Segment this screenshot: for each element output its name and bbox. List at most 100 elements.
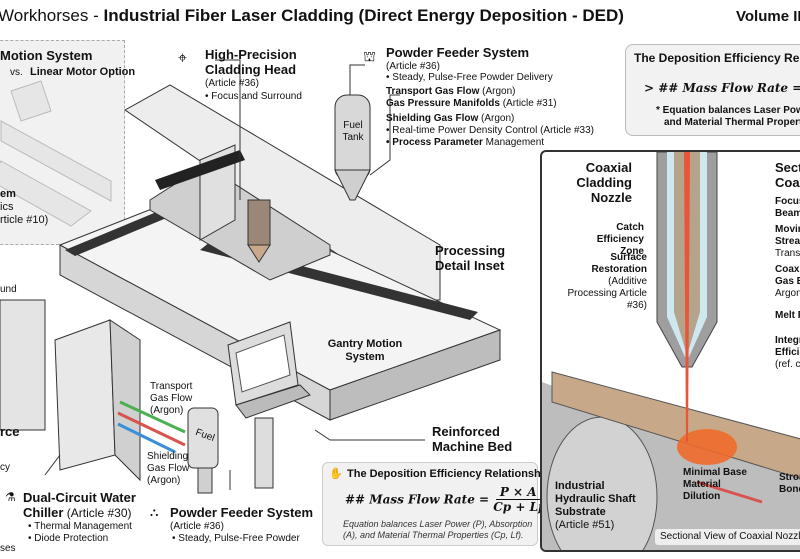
chiller-title: Dual-Circuit Water xyxy=(23,490,136,505)
monitor-screen xyxy=(235,334,291,393)
chiller-bullet: • Diode Protection xyxy=(28,533,109,544)
chiller-bullet: • Thermal Management xyxy=(28,521,132,532)
left-fragment: ses xyxy=(0,543,16,554)
machine-bed-label: Machine Bed xyxy=(432,439,513,454)
substrate-label: Industrial Hydraulic Shaft Substrate xyxy=(555,480,636,518)
moving-stream-detail: Transp xyxy=(775,248,800,259)
crosshair-icon: ⌖ xyxy=(178,50,188,67)
cladding-head-bullet: • Focus and Surround xyxy=(205,91,302,102)
equation-title: The Deposition Efficiency Relationship xyxy=(347,468,551,480)
motion-frag: ics xyxy=(0,201,14,213)
linear-motor-illustration xyxy=(0,80,112,227)
control-pedestal xyxy=(254,417,274,489)
transport-gas-arrow xyxy=(119,400,186,434)
powder-feeder-bottom-article: (Article #36) xyxy=(170,521,224,532)
laser-source-cabinet xyxy=(0,299,46,431)
inset-caption: Sectional View of Coaxial Nozzle xyxy=(655,529,800,545)
motion-system-inset xyxy=(0,40,125,245)
title-main: Industrial Fiber Laser Cladding (Direct … xyxy=(103,6,624,25)
equation-numerator: P × A xyxy=(495,485,541,500)
focused-beam-label: Focuse Beam xyxy=(775,196,800,219)
coaxial-nozzle-label: Coaxial Cladding Nozzle xyxy=(576,160,632,205)
nozzle-tip xyxy=(247,244,271,263)
powder-feeder-bottom-title: Powder Feeder System xyxy=(170,505,314,520)
moving-stream-label: Movin Stream xyxy=(775,224,800,247)
surface-restoration-detail: (Additive Processing Article #36) xyxy=(567,276,647,311)
motion-frag: rticle #10) xyxy=(0,214,49,226)
fuel-tank-line: Tank xyxy=(342,132,364,143)
machine-bed-side xyxy=(329,329,501,421)
power-density-bullet: • Real-time Power Density Control (Artic… xyxy=(386,125,595,136)
coaxial-gas-detail: Argon, xyxy=(775,288,800,299)
shielding-gas-arrow xyxy=(117,422,176,454)
shielding-gas-detail: (Argon) xyxy=(478,113,515,124)
powder-feeder-title: Powder Feeder System xyxy=(386,45,530,60)
process-param-detail: Management xyxy=(482,137,545,148)
powder-feeder-icon: ⛫ xyxy=(363,48,376,64)
cladding-head-title: Cladding Head xyxy=(205,62,297,77)
left-fragment: rce xyxy=(0,424,20,439)
formula-box-top: The Deposition Efficiency Relati > ## Ma… xyxy=(625,44,800,136)
fuel-tank-line: Fuel xyxy=(343,120,363,131)
integrated-efficiency-detail: (ref. ca xyxy=(775,359,800,370)
keyboard xyxy=(235,384,311,419)
powder-feeder-bullet: • Steady, Pulse-Free Powder Delivery xyxy=(386,72,553,83)
coaxial-gas-label: Coaxia Gas Er xyxy=(775,264,800,287)
powder-feeder-bottom-bullet: • Steady, Pulse-Free Powder xyxy=(172,533,300,544)
equation-lhs: ## Mass Flow Rate = xyxy=(345,492,494,507)
equation-denominator: Cp + Lf xyxy=(493,500,544,514)
hierarchy-icon: ⛬ xyxy=(150,505,159,519)
manifold-detail: (Article #31) xyxy=(499,98,557,109)
chiller-article: (Article #30) xyxy=(63,506,132,520)
manifold-label: Gas Pressure Manifolds xyxy=(386,98,500,109)
shielding-gas-flow-label: Shielding Gas Flow (Argon) xyxy=(147,451,190,486)
melt-pool-label: Melt P xyxy=(775,310,800,321)
chiller-front xyxy=(54,319,116,471)
return-arrow xyxy=(117,411,186,447)
cladding-head-title: High-Precision xyxy=(205,47,297,62)
motion-system-title: Motion System xyxy=(0,48,93,63)
integrated-efficiency-label: Integra Efficie xyxy=(775,335,800,358)
bond-arrow xyxy=(696,480,763,504)
motion-frag: em xyxy=(0,188,16,200)
transport-gas-flow-label: Transport Gas Flow (Argon) xyxy=(150,381,193,416)
powder-feeder-article: (Article #36) xyxy=(386,61,440,72)
linear-motor-option: Linear Motor Option xyxy=(30,66,136,78)
substrate-article: (Article #51) xyxy=(555,519,615,531)
melt-pool xyxy=(677,429,737,465)
strong-bond-label: Stron Bond xyxy=(779,472,800,495)
gantry-label: Gantry Motion System xyxy=(327,338,403,363)
chiller-title: Chiller xyxy=(23,505,64,520)
machine-illustration xyxy=(0,59,502,494)
equation-box: ✋ The Deposition Efficiency Relationship… xyxy=(322,462,551,546)
equation-caption: Equation balances Laser Power (P), Absor… xyxy=(343,519,533,540)
cladding-head-article: (Article #36) xyxy=(205,78,259,89)
formula-box-title: The Deposition Efficiency Relati xyxy=(634,51,800,65)
gantry-rail xyxy=(155,150,245,190)
surface-restoration-label: Surface Restoration xyxy=(591,252,647,275)
transport-gas-detail: (Argon) xyxy=(479,86,516,97)
vs-label: vs. xyxy=(10,67,23,78)
cladding-head xyxy=(247,199,271,246)
hand-plant-icon: ✋ xyxy=(329,468,343,480)
machine-bed-label: Reinforced xyxy=(432,424,500,439)
laser-beam xyxy=(684,152,690,442)
formula-text: > ## Mass Flow Rate = xyxy=(644,81,800,95)
page-title: Workhorses - Industrial Fiber Laser Clad… xyxy=(0,6,624,26)
process-param-bullet: • Process Parameter xyxy=(386,137,483,148)
shielding-gas-label: Shielding Gas Flow xyxy=(386,113,479,124)
tank-funnel xyxy=(334,169,371,201)
chiller-icon: ⚗ xyxy=(5,490,16,504)
chiller-side xyxy=(109,319,141,482)
left-fragment: und xyxy=(0,284,17,295)
clad-bead xyxy=(551,371,800,479)
nozzle-section-illustration xyxy=(542,152,800,550)
transport-gas-label: Transport Gas Flow xyxy=(386,86,480,97)
catch-zone-label: Catch Efficiency Zone xyxy=(596,222,644,257)
dilution-label: Minimal Base Material Dilution xyxy=(683,467,747,502)
processing-inset-label: Processing Detail Inset xyxy=(435,243,506,273)
sectional-view-inset: Coaxial Cladding Nozzle Catch Efficiency… xyxy=(540,150,800,552)
title-prefix: Workhorses - xyxy=(0,6,104,25)
